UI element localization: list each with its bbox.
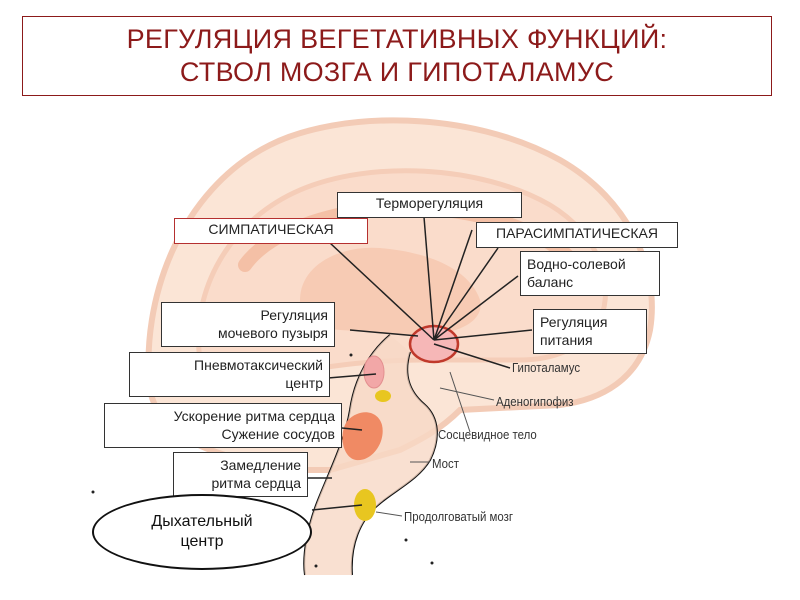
heart-accel-line-1: Ускорение ритма сердца xyxy=(173,408,335,424)
heart-accel-box: Ускорение ритма сердца Сужение сосудов xyxy=(104,403,342,448)
heart-accel-line-2: Сужение сосудов xyxy=(221,426,335,442)
respiratory-line-2: центр xyxy=(180,533,224,550)
yellow-region-medulla xyxy=(354,489,376,521)
line-sympathetic xyxy=(329,242,435,341)
line-adenohypophysis xyxy=(439,387,495,401)
line-bladder xyxy=(349,329,419,337)
thermoregulation-box: Терморегуляция xyxy=(337,192,522,218)
dot-5 xyxy=(314,564,318,568)
bladder-box: Регуляция мочевого пузыря xyxy=(161,302,335,347)
line-thermo xyxy=(423,216,435,341)
adenohypophysis-label: Аденогипофиз xyxy=(496,394,574,409)
parasympathetic-box: ПАРАСИМПАТИЧЕСКАЯ xyxy=(476,222,678,248)
water-salt-box: Водно-солевой баланс xyxy=(520,251,660,296)
line-nutrition xyxy=(433,329,533,341)
pons-label: Мост xyxy=(432,456,459,471)
heart-slow-box: Замедление ритма сердца xyxy=(173,452,308,497)
line-pneumotaxic xyxy=(327,373,377,379)
bladder-line-1: Регуляция xyxy=(260,307,328,323)
line-respiratory xyxy=(311,504,363,511)
sympathetic-box: СИМПАТИЧЕСКАЯ xyxy=(174,218,368,244)
orange-region xyxy=(342,412,383,461)
line-parasympathetic xyxy=(433,229,473,341)
hypothalamus-label: Гипоталамус xyxy=(512,360,581,375)
medulla-label: Продолговатый мозг xyxy=(404,509,514,524)
mammillary-label: Сосцевидное тело xyxy=(438,427,537,442)
pink-region xyxy=(363,355,385,389)
dot-3 xyxy=(404,538,408,542)
nutrition-box: Регуляция питания xyxy=(533,309,647,354)
line-hypothalamus-label xyxy=(433,343,511,369)
title-box: РЕГУЛЯЦИЯ ВЕГЕТАТИВНЫХ ФУНКЦИЙ: СТВОЛ МО… xyxy=(22,16,772,96)
pneumotaxic-box: Пневмотаксический центр xyxy=(129,352,330,397)
respiratory-line-1: Дыхательный xyxy=(151,513,253,530)
dot-2 xyxy=(91,490,95,494)
nutrition-line-2: питания xyxy=(540,332,593,348)
respiratory-center-oval: Дыхательный центр xyxy=(92,494,312,570)
thalamus-region xyxy=(300,247,481,335)
dot-4 xyxy=(430,561,434,565)
line-heart-accel xyxy=(341,427,363,431)
heart-slow-line-1: Замедление xyxy=(220,457,301,473)
title-line-1: РЕГУЛЯЦИЯ ВЕГЕТАТИВНЫХ ФУНКЦИЙ: xyxy=(126,24,668,54)
heart-slow-line-2: ритма сердца xyxy=(211,475,301,491)
dot-1 xyxy=(349,353,353,357)
line-water-salt xyxy=(433,275,519,341)
yellow-region-upper xyxy=(375,390,391,402)
pneumotaxic-line-1: Пневмотаксический xyxy=(194,357,323,373)
pneumotaxic-line-2: центр xyxy=(285,375,323,391)
parasympathetic-text: ПАРАСИМПАТИЧЕСКАЯ xyxy=(496,225,658,241)
bladder-line-2: мочевого пузыря xyxy=(218,325,328,341)
water-salt-line-2: баланс xyxy=(527,274,574,290)
line-mammillary xyxy=(449,371,471,433)
thermoregulation-text: Терморегуляция xyxy=(375,195,484,211)
nutrition-line-1: Регуляция xyxy=(540,314,608,330)
sympathetic-text: СИМПАТИЧЕСКАЯ xyxy=(208,221,334,237)
line-medulla xyxy=(375,511,403,517)
water-salt-line-1: Водно-солевой xyxy=(527,256,626,272)
line-parasympathetic-2 xyxy=(433,247,499,341)
title-line-2: СТВОЛ МОЗГА И ГИПОТАЛАМУС xyxy=(179,57,615,87)
